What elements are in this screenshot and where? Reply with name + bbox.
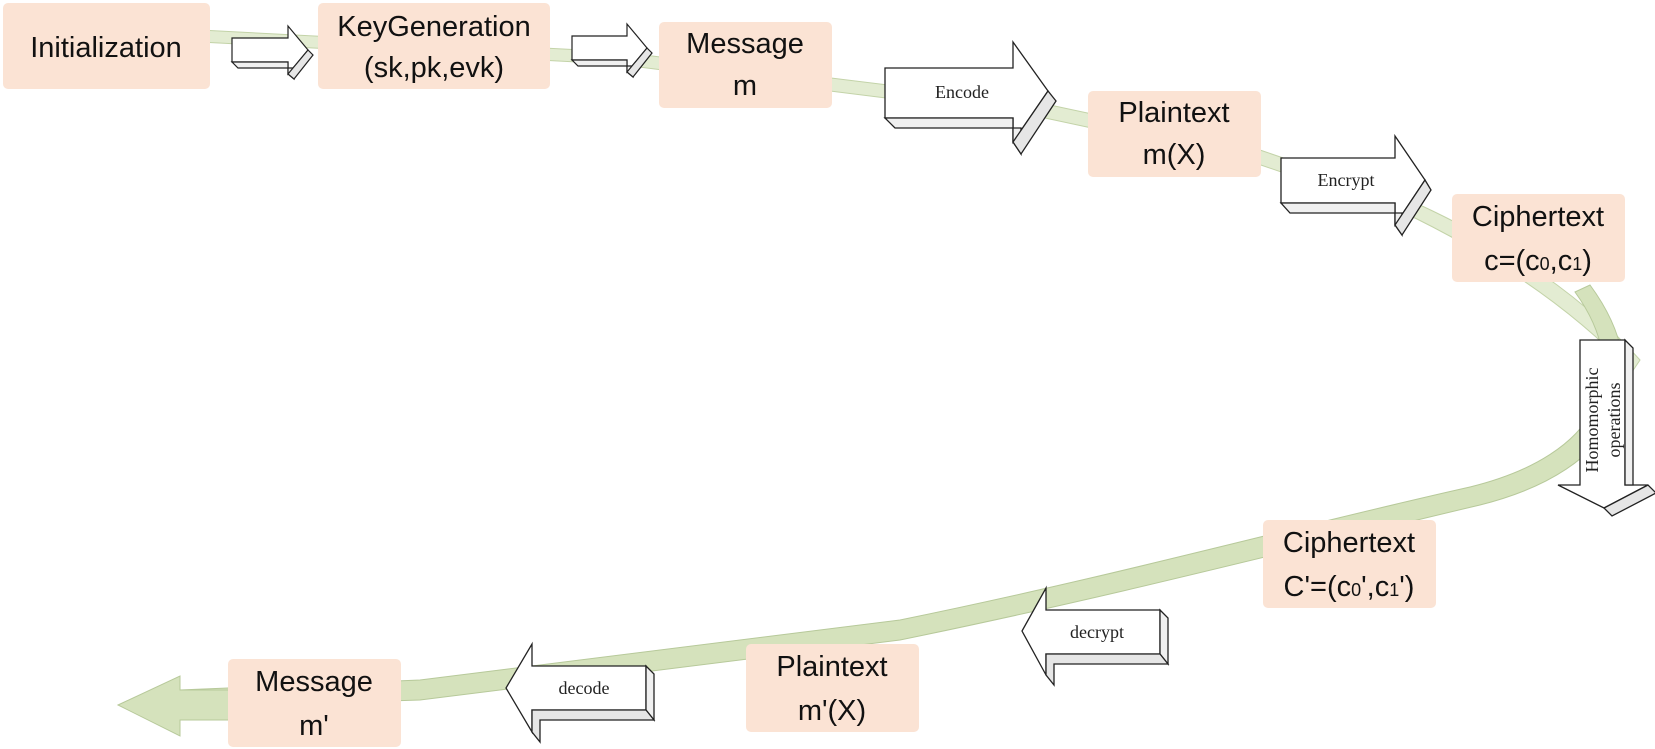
- encode-arrow: Encode: [883, 39, 1057, 157]
- plaintext-label: Plaintext: [1118, 97, 1229, 129]
- ciphertext-box: Ciphertext c=(c0,c1): [1452, 194, 1625, 282]
- plaintext2-box: Plaintext m'(X): [746, 644, 919, 732]
- keygeneration-label: KeyGeneration: [337, 11, 530, 43]
- decrypt-label: decrypt: [1070, 622, 1124, 642]
- ciphertext2-label: Ciphertext: [1283, 527, 1415, 559]
- small-arrow-1: [230, 24, 314, 81]
- small-arrow-2: [570, 22, 653, 79]
- plaintext-symbol: m(X): [1143, 139, 1206, 171]
- ciphertext2-box: Ciphertext C'=(c0',c1'): [1263, 520, 1436, 608]
- decrypt-arrow: decrypt: [1021, 585, 1170, 687]
- ciphertext-label: Ciphertext: [1472, 201, 1604, 233]
- plaintext2-symbol: m'(X): [798, 695, 866, 727]
- encrypt-arrow: Encrypt: [1279, 133, 1432, 238]
- message2-box: Message m': [228, 659, 401, 747]
- decode-arrow: decode: [505, 641, 656, 744]
- homomorphic-arrow: Homomorphic operations: [1557, 338, 1655, 517]
- message-label: Message: [686, 28, 804, 60]
- message-symbol: m: [733, 70, 757, 102]
- decode-label: decode: [559, 678, 610, 698]
- message2-symbol: m': [299, 710, 329, 742]
- plaintext-box: Plaintext m(X): [1088, 91, 1261, 177]
- message-box: Message m: [659, 22, 832, 108]
- ciphertext2-value: C'=(c0',c1'): [1284, 571, 1415, 603]
- homomorphic-label-line2: operations: [1604, 383, 1624, 458]
- encrypt-label: Encrypt: [1318, 170, 1375, 190]
- message2-label: Message: [255, 666, 373, 698]
- homomorphic-label-line1: Homomorphic: [1582, 368, 1602, 473]
- initialization-box: Initialization: [3, 3, 210, 89]
- plaintext2-label: Plaintext: [776, 651, 887, 683]
- keygeneration-params: (sk,pk,evk): [364, 52, 504, 84]
- encode-label: Encode: [935, 82, 989, 102]
- keygeneration-box: KeyGeneration (sk,pk,evk): [318, 3, 550, 89]
- initialization-label: Initialization: [30, 32, 182, 64]
- ciphertext-value: c=(c0,c1): [1484, 245, 1592, 277]
